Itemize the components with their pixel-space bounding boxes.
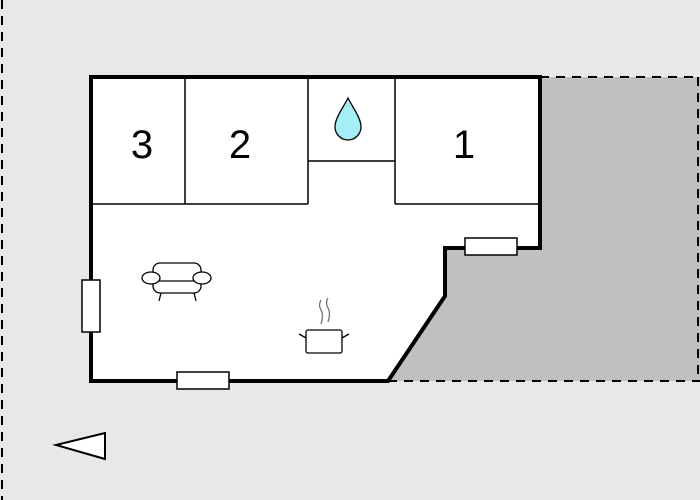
terrace — [388, 77, 700, 381]
room-label-3: 3 — [131, 123, 153, 167]
room-label-1: 1 — [453, 123, 475, 167]
arrow-left-icon — [52, 431, 106, 461]
sofa-icon — [141, 262, 212, 302]
room-label-2: 2 — [229, 123, 251, 167]
house-outline — [89, 75, 542, 383]
water-drop-icon — [334, 96, 362, 141]
window — [81, 279, 101, 333]
window — [464, 237, 518, 256]
cooking-pot-icon — [298, 297, 350, 354]
window — [176, 371, 230, 390]
interior-walls — [91, 77, 540, 205]
